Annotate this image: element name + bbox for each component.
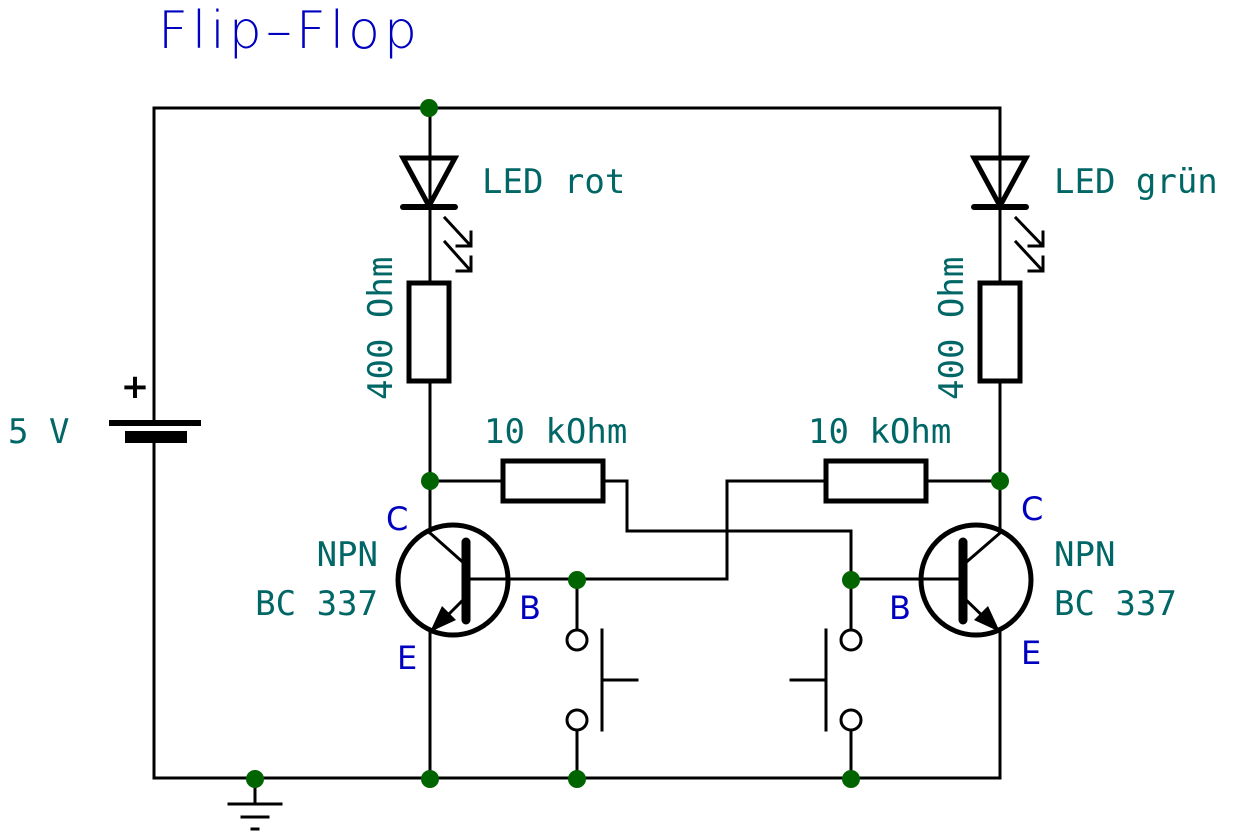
resistor-collector-right: 400 Ohm	[932, 257, 1023, 400]
resistor-collector-right-body	[977, 280, 1023, 384]
schematic-title: Flip–Flop	[158, 1, 421, 61]
junction-right-collector	[991, 472, 1009, 490]
led-red-label: LED rot	[482, 162, 625, 202]
resistor-cross-right-label: 10 kOhm	[808, 412, 951, 452]
battery-plate-positive	[109, 420, 201, 426]
wire-r1-rb	[601, 479, 853, 581]
junctions	[246, 99, 1009, 788]
led-green-light-arrows-icon	[1013, 215, 1045, 273]
battery-plate-negative	[125, 431, 187, 443]
battery-label: 5 V	[8, 412, 69, 452]
resistor-cross-left-label: 10 kOhm	[484, 412, 627, 452]
battery-plus-sign: +	[121, 367, 150, 407]
transistor-right-emitter-arrow-icon	[974, 606, 1000, 632]
resistor-collector-right-label: 400 Ohm	[932, 257, 972, 400]
junction-left-emitter	[421, 770, 439, 788]
led-red-light-arrows-icon	[442, 215, 473, 273]
resistor-cross-right: 10 kOhm	[808, 412, 951, 504]
transistor-left-pin-b: B	[519, 589, 541, 627]
resistor-collector-left-label: 400 Ohm	[361, 257, 401, 400]
wire-r2-lb	[508, 479, 828, 581]
resistor-collector-left-body	[406, 280, 452, 384]
transistor-left-pin-e: E	[397, 639, 417, 677]
junction-left-collector	[421, 472, 439, 490]
transistor-right-pin-c: C	[1021, 490, 1043, 528]
transistor-right: NPN BC 337 C B E	[889, 490, 1177, 672]
resistor-collector-left: 400 Ohm	[361, 257, 452, 400]
pushbutton-left-contact-top	[565, 628, 589, 652]
wires	[152, 106, 1002, 805]
transistor-left-collector-lead	[427, 530, 469, 568]
pushbutton-left-contact-bottom	[565, 708, 589, 732]
pushbutton-right-contact-top	[839, 628, 863, 652]
pushbutton-right-contact-bottom	[839, 708, 863, 732]
resistor-cross-left: 10 kOhm	[484, 412, 627, 504]
junction-sw2-bottom	[842, 770, 860, 788]
pushbutton-left[interactable]	[565, 628, 639, 732]
junction-sw1-bottom	[568, 770, 586, 788]
led-red: LED rot	[398, 148, 625, 273]
resistor-cross-left-body	[500, 458, 606, 504]
junction-top	[420, 99, 438, 117]
transistor-right-pin-e: E	[1021, 634, 1041, 672]
transistor-right-pin-b: B	[889, 589, 911, 627]
transistor-left: NPN BC 337 C B E	[255, 500, 541, 677]
transistor-left-pin-c: C	[386, 500, 408, 538]
junction-ground	[246, 770, 264, 788]
ground-symbol	[227, 802, 283, 831]
resistor-cross-right-body	[823, 458, 929, 504]
battery: + 5 V	[8, 367, 201, 452]
led-green: LED grün	[969, 148, 1218, 273]
transistor-right-model: BC 337	[1054, 584, 1177, 624]
transistor-right-type: NPN	[1054, 535, 1115, 575]
transistor-left-model: BC 337	[255, 584, 378, 624]
led-green-label: LED grün	[1054, 162, 1218, 202]
junction-right-base	[842, 571, 860, 589]
pushbutton-right[interactable]	[789, 628, 863, 732]
transistor-left-emitter-arrow-icon	[430, 606, 456, 632]
transistor-right-collector-lead	[960, 530, 1003, 568]
junction-left-base	[568, 571, 586, 589]
transistor-left-type: NPN	[317, 535, 378, 575]
